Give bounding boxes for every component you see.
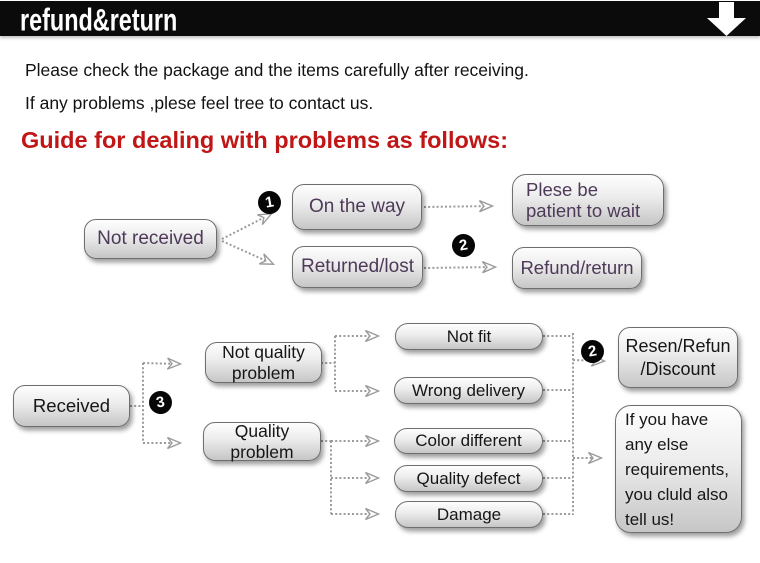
node-label-line: Resen/Refun bbox=[625, 336, 731, 356]
header-bar: refund&return bbox=[0, 1, 760, 38]
node-label-line: Not quality bbox=[222, 342, 305, 363]
node-label-line: /Discount bbox=[640, 358, 716, 379]
node-other-requirements: If you have any else requirements, you c… bbox=[615, 405, 742, 533]
node-label-line: patient to wait bbox=[526, 200, 641, 221]
node-quality-defect: Quality defect bbox=[394, 465, 543, 492]
node-label-line: you cluld also bbox=[625, 484, 729, 504]
node-resend-refund-discount: Resen/Refun /Discount bbox=[618, 327, 738, 388]
node-not-quality-problem: Not quality problem bbox=[205, 342, 322, 383]
node-label-line: If you have bbox=[625, 409, 709, 429]
node-label-line: problem bbox=[230, 441, 294, 462]
node-damage: Damage bbox=[395, 501, 543, 528]
node-label-line: Plese be bbox=[526, 178, 598, 200]
node-label: Damage bbox=[436, 504, 502, 524]
node-on-the-way: On the way bbox=[292, 184, 422, 230]
node-not-received: Not received bbox=[84, 219, 217, 259]
down-arrow-icon bbox=[707, 2, 746, 36]
node-received: Received bbox=[13, 385, 130, 427]
node-returned-lost: Returned/lost bbox=[292, 246, 423, 288]
node-label: Color different bbox=[415, 431, 522, 451]
node-label: Returned/lost bbox=[300, 256, 414, 278]
intro-line-2: If any problems ,plese feel tree to cont… bbox=[25, 93, 374, 113]
node-label: Wrong delivery bbox=[411, 380, 526, 400]
node-wrong-delivery: Wrong delivery bbox=[394, 377, 543, 404]
node-label: Quality defect bbox=[416, 468, 521, 488]
node-label-line: Quality bbox=[234, 421, 290, 442]
node-quality-problem: Quality problem bbox=[203, 421, 321, 462]
node-label: Not received bbox=[97, 228, 204, 250]
node-please-be-patient: Plese be patient to wait bbox=[512, 174, 664, 226]
guide-heading: Guide for dealing with problems as follo… bbox=[21, 127, 509, 153]
node-label: Received bbox=[32, 395, 111, 417]
node-refund-return: Refund/return bbox=[512, 247, 642, 289]
node-label: Not fit bbox=[446, 326, 492, 346]
intro-line-1: Please check the package and the items c… bbox=[25, 60, 529, 80]
node-label: Refund/return bbox=[520, 257, 634, 279]
node-label-line: problem bbox=[231, 362, 296, 383]
node-label-line: tell us! bbox=[625, 509, 675, 529]
page-title: refund&return bbox=[20, 3, 178, 38]
node-label: On the way bbox=[308, 196, 406, 218]
node-label-line: requirements, bbox=[625, 459, 729, 479]
node-label-line: any else bbox=[625, 434, 689, 454]
node-not-fit: Not fit bbox=[395, 323, 543, 350]
node-color-different: Color different bbox=[394, 428, 543, 454]
